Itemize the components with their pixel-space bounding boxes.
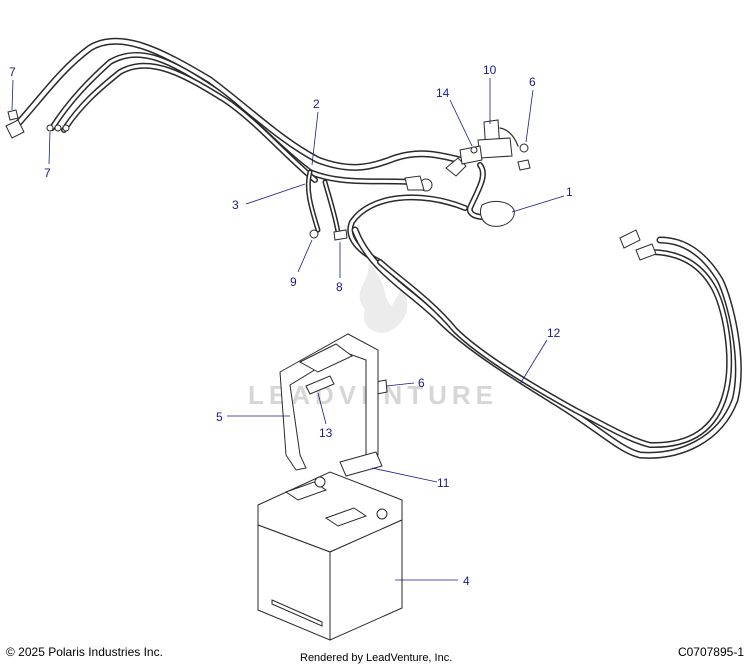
callout-7-lower[interactable]: 7 xyxy=(44,166,51,180)
callout-9[interactable]: 9 xyxy=(290,275,297,289)
drawing-id: C0707895-1 xyxy=(677,645,744,659)
callout-1[interactable]: 1 xyxy=(566,185,573,199)
bolt-8[interactable] xyxy=(333,229,348,241)
nut-6-upper[interactable] xyxy=(519,143,529,153)
callout-10[interactable]: 10 xyxy=(483,63,497,77)
callout-7-upper[interactable]: 7 xyxy=(9,65,16,79)
relay-assembly[interactable] xyxy=(459,119,531,171)
callout-8[interactable]: 8 xyxy=(336,280,343,294)
nut-7-lower[interactable] xyxy=(46,124,54,132)
callout-6-lower[interactable]: 6 xyxy=(418,376,425,390)
nut-14[interactable] xyxy=(470,146,478,154)
cap-7-upper[interactable] xyxy=(7,109,19,121)
rendered-by-text: Rendered by LeadVenture, Inc. xyxy=(300,652,453,664)
pad-13[interactable] xyxy=(305,375,335,395)
callouts: 1 2 3 4 5 6 6 7 7 8 9 10 11 12 13 14 xyxy=(9,63,573,588)
callout-13[interactable]: 13 xyxy=(319,426,333,440)
battery[interactable] xyxy=(257,471,403,641)
fasteners xyxy=(7,109,388,395)
copyright-text: © 2025 Polaris Industries Inc. xyxy=(6,645,163,659)
pad-11[interactable] xyxy=(339,451,383,477)
callout-6-upper[interactable]: 6 xyxy=(529,75,536,89)
cable-1[interactable] xyxy=(347,162,515,265)
callout-14[interactable]: 14 xyxy=(436,86,450,100)
cable-12[interactable] xyxy=(351,226,742,459)
nut-9[interactable] xyxy=(309,229,319,239)
battery-bracket[interactable] xyxy=(279,333,379,471)
callout-11[interactable]: 11 xyxy=(437,476,450,490)
callout-12[interactable]: 12 xyxy=(547,326,561,340)
callout-3[interactable]: 3 xyxy=(232,198,239,212)
callout-5[interactable]: 5 xyxy=(216,410,223,424)
callout-4[interactable]: 4 xyxy=(463,574,470,588)
callout-2[interactable]: 2 xyxy=(313,97,320,111)
main-harness[interactable] xyxy=(5,37,467,235)
leader-lines xyxy=(11,78,565,581)
